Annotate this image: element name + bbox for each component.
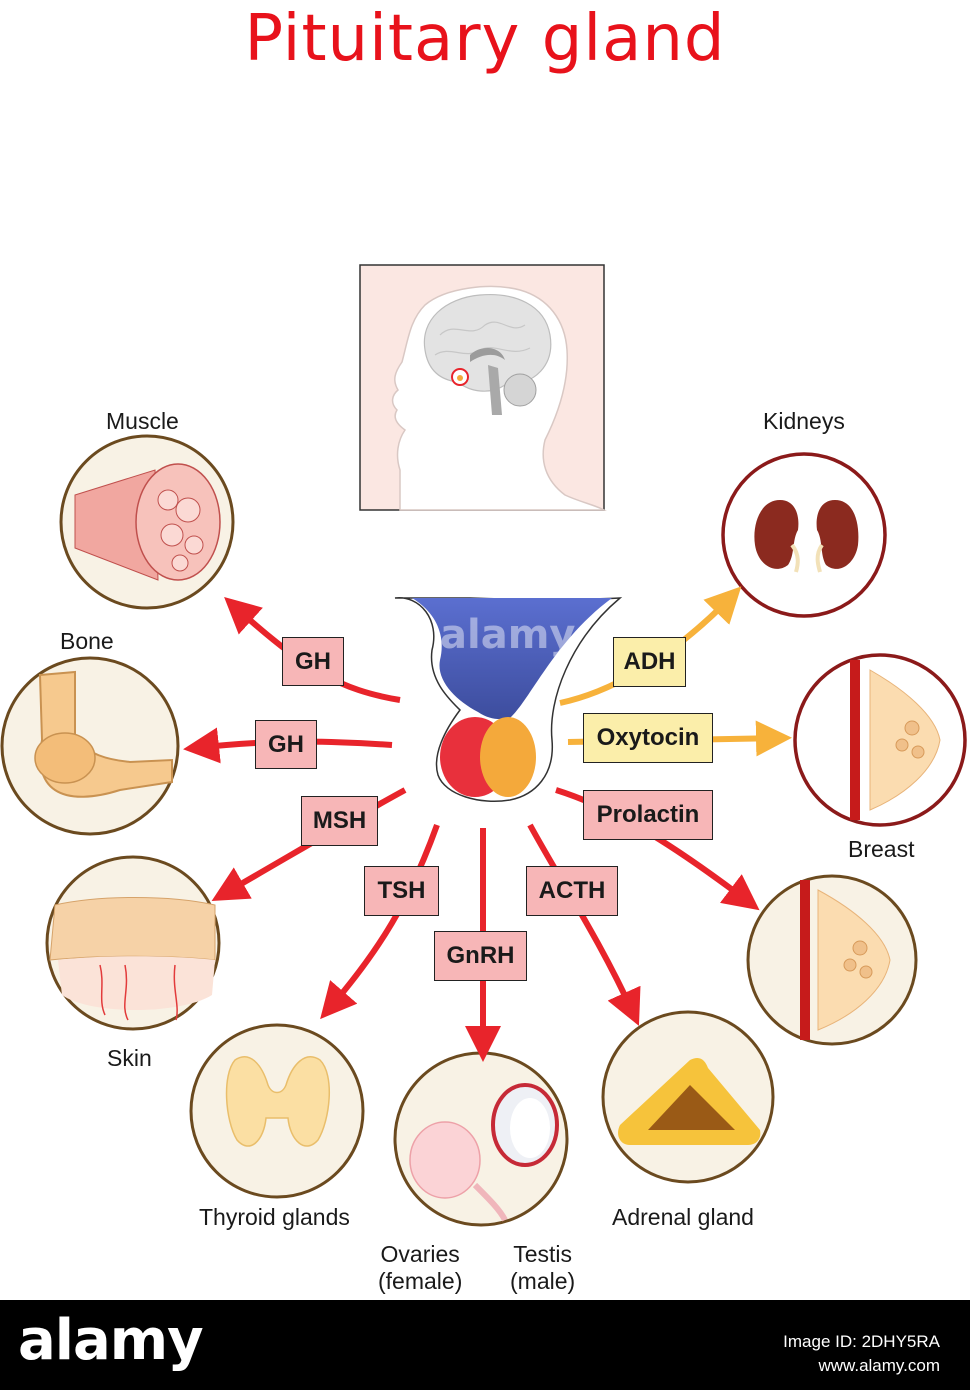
hormone-box-tsh: TSH: [364, 866, 439, 916]
hormone-box-prolactin: Prolactin: [583, 790, 713, 840]
breast-art-upper: [850, 660, 941, 820]
kidneys-art: [754, 500, 859, 573]
label-testis: Testis (male): [510, 1241, 576, 1294]
label-kidneys: Kidneys: [763, 408, 845, 434]
hormone-box-gnrh: GnRH: [434, 931, 527, 981]
label-skin: Skin: [107, 1045, 152, 1071]
watermark-logo: alamy: [440, 612, 576, 658]
footer-image-id: Image ID: 2DHY5RA www.alamy.com: [783, 1330, 940, 1378]
footer-image-id-text: Image ID: 2DHY5RA: [783, 1332, 940, 1351]
label-muscle: Muscle: [106, 408, 179, 434]
pituitary-gland: [394, 597, 623, 802]
hormone-box-oxytocin: Oxytocin: [583, 713, 713, 763]
footer-site-text: www.alamy.com: [818, 1356, 940, 1375]
hormone-box-gh-muscle: GH: [282, 637, 344, 686]
ovaries-testis-art: [409, 1083, 559, 1222]
label-thyroid: Thyroid glands: [199, 1204, 350, 1230]
hormone-box-acth: ACTH: [526, 866, 618, 916]
muscle-art: [74, 463, 221, 581]
skin-art: [49, 897, 216, 1021]
label-breast: Breast: [848, 836, 915, 862]
footer-logo: alamy: [18, 1308, 204, 1373]
label-adrenal: Adrenal gland: [612, 1204, 754, 1230]
page-title: Pituitary gland: [244, 2, 726, 76]
hormone-box-adh: ADH: [613, 637, 686, 687]
adrenal-art: [618, 1057, 761, 1145]
bone-art: [34, 670, 173, 798]
footer-bar: alamy Image ID: 2DHY5RA www.alamy.com: [0, 1300, 970, 1390]
hormone-box-msh: MSH: [301, 796, 378, 846]
thyroid-art: [225, 1056, 330, 1147]
label-ovaries: Ovaries (female): [378, 1241, 463, 1294]
breast-art-lower: [800, 880, 891, 1040]
head-illustration: [359, 264, 607, 511]
hormone-box-gh-bone: GH: [255, 720, 317, 769]
label-bone: Bone: [60, 628, 114, 654]
